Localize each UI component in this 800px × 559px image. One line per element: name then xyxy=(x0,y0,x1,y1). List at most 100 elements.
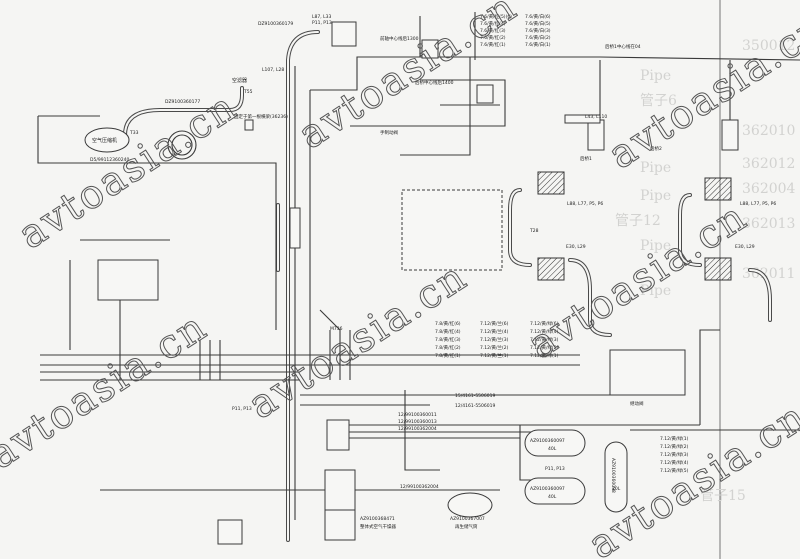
label: T33 xyxy=(129,130,139,136)
tank-label: AZ9100360097 xyxy=(530,486,565,492)
label: T28 xyxy=(529,228,539,234)
wire-label: 7.6/黄/红(2) xyxy=(480,34,506,41)
label: 整体式空气干燥器 xyxy=(360,523,396,530)
wire-label: 7.6/黄/白(6) xyxy=(525,13,551,20)
brake-chamber xyxy=(537,257,565,281)
label: 再生储气筒 xyxy=(455,523,478,530)
valve-mid xyxy=(476,84,494,104)
label: 空气压缩机 xyxy=(92,137,117,144)
svg-text:avtoasia.cn: avtoasia.cn xyxy=(0,303,216,478)
tank-label: 40L xyxy=(548,494,557,500)
brake-chamber xyxy=(704,177,732,201)
wire-label-tables: 7.6/黄/红(5)(6) 7.6/黄/红(4) 7.6/黄/红(3) 7.6/… xyxy=(435,12,689,474)
bg-cell: 管子6 xyxy=(640,93,677,109)
bg-cell: 管子15 xyxy=(700,488,746,504)
rear2-valve xyxy=(721,119,739,151)
brake-chamber xyxy=(704,257,732,281)
background-table: 350012 Pipe 管子6 362010 Pipe 362012 Pipe … xyxy=(615,0,796,559)
wire-label: 7.12/黄/绿(1) xyxy=(660,435,689,442)
label: L88, L77, P5, P6 xyxy=(567,201,603,207)
wire-label: 7.6/黄/红(4) xyxy=(480,20,506,27)
front-valve xyxy=(331,21,357,47)
bg-cell: Pipe xyxy=(640,238,671,254)
label: 继动阀 xyxy=(630,400,644,407)
wire-label: 7.12/黄/兰(1) xyxy=(480,352,509,359)
label: 12/99100360011 xyxy=(398,412,437,418)
label: P11, P13 xyxy=(232,406,252,412)
reservoir-coil xyxy=(167,130,197,160)
label: 手制动阀 xyxy=(380,129,398,136)
wire-label: 7.12/黄/绿(2) xyxy=(530,344,559,351)
tank-label: AZ9100360098 xyxy=(610,458,616,493)
wire-label: 7.8/黄/红(4) xyxy=(435,328,461,335)
label: 12/99100360013 xyxy=(398,419,437,425)
label: AZ9100367007 xyxy=(450,516,485,522)
bg-cell: 362012 xyxy=(742,156,795,172)
svg-text:avtoasia.cn: avtoasia.cn xyxy=(10,83,245,258)
rear1-valve xyxy=(587,119,605,151)
wire-label: 7.8/黄/红(6) xyxy=(435,320,461,327)
label: D5/99112360240 xyxy=(90,157,129,163)
bg-cell: 管子12 xyxy=(615,213,661,229)
relay-valve xyxy=(609,349,686,396)
tank-label: AZ9100360097 xyxy=(530,438,565,444)
wire-label: 7.8/黄/红(3) xyxy=(435,336,461,343)
wire-label: 7.6/黄/红(1) xyxy=(480,41,506,48)
label: AZ9100368471 xyxy=(360,516,395,522)
wire-label: 7.12/黄/兰(3) xyxy=(480,336,509,343)
wire-label: 7.6/黄/白(5) xyxy=(525,20,551,27)
regen-tank xyxy=(447,492,493,518)
label: 固定于第一根横梁(36236) xyxy=(234,113,288,120)
bg-cell: Pipe xyxy=(640,160,671,176)
wire-label: 7.6/黄/红(5)(6) xyxy=(480,13,512,20)
wire-label: 7.12/黄/绿(1) xyxy=(530,352,559,359)
label: L43, L110 xyxy=(585,114,607,120)
label: L107, L28 xyxy=(262,67,284,73)
label: 12/99100362004 xyxy=(398,426,437,432)
cab-valve-group xyxy=(401,189,503,271)
label: T55 xyxy=(243,89,253,95)
component-labels: DZ9100360179 L87, L33 P11, P13 前轴中心线后130… xyxy=(90,14,776,530)
compressor xyxy=(84,127,130,153)
label: 后桥1 xyxy=(580,155,592,162)
wire-label: 7.12/黄/兰(2) xyxy=(480,344,509,351)
bg-cell: Pipe xyxy=(640,283,671,299)
wire-label: 7.12/黄/绿(3) xyxy=(530,336,559,343)
tank-label: 20L xyxy=(612,486,621,492)
dryer xyxy=(324,469,356,511)
wire-label: 7.6/黄/白(1) xyxy=(525,41,551,48)
pipe-lines xyxy=(123,30,772,542)
label: L87, L33 xyxy=(312,14,331,20)
brake-chamber xyxy=(537,171,565,195)
label: M736 xyxy=(330,326,343,332)
label: P11, P13 xyxy=(545,466,565,472)
label: 后桥中心线后1400 xyxy=(415,79,454,86)
wire-label: 7.6/黄/红(3) xyxy=(480,27,506,34)
air-tank-20l xyxy=(604,441,628,513)
label: P11, P13 xyxy=(312,20,332,26)
bg-cell: 362013 xyxy=(742,216,795,232)
bg-cell: 350012 xyxy=(742,38,795,54)
wire-label: 7.8/黄/红(1) xyxy=(435,352,461,359)
valve-top xyxy=(421,39,439,59)
label: 12/99100362004 xyxy=(400,484,439,490)
label: DZ9100360177 xyxy=(165,99,200,105)
wire-label: 7.12/黄/绿(4) xyxy=(660,459,689,466)
wire-label: 7.12/黄/兰(4) xyxy=(480,328,509,335)
svg-text:avtoasia.cn: avtoasia.cn xyxy=(600,3,800,178)
label: 后桥2 xyxy=(650,145,662,152)
bg-cell: 362010 xyxy=(742,123,795,139)
wire-label: 7.12/黄/绿(3) xyxy=(660,451,689,458)
brake-valve xyxy=(97,259,159,301)
wire-label: 7.12/黄/绿(5) xyxy=(660,467,689,474)
label: 后桥1中心线在04 xyxy=(605,43,641,50)
wire-label: 7.12/黄/绿(6) xyxy=(530,320,559,327)
label: 15/4161-5506019 xyxy=(455,393,495,399)
label: E30, L29 xyxy=(735,244,755,250)
wire-label: 7.8/黄/红(2) xyxy=(435,344,461,351)
wire-label: 7.12/黄/绿(2) xyxy=(660,443,689,450)
label: E30, L29 xyxy=(566,244,586,250)
wire-label: 7.12/黄/兰(6) xyxy=(480,320,509,327)
